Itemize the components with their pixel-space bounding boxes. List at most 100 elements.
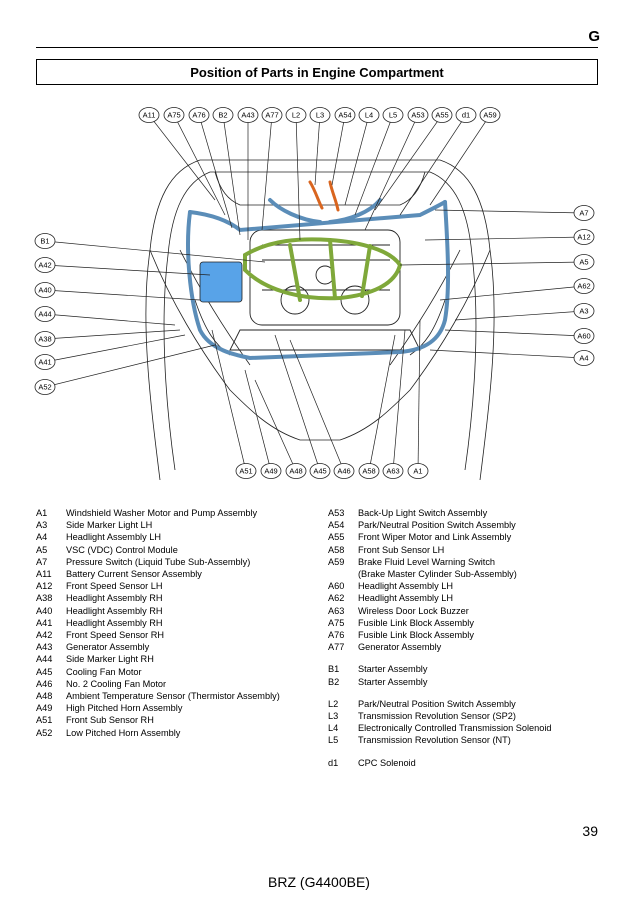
- legend-description: Brake Fluid Level Warning Switch: [358, 556, 496, 567]
- legend-code: A46: [36, 678, 53, 689]
- leader-line-a48: [254, 379, 297, 472]
- legend-code: L5: [328, 735, 339, 746]
- legend-description: Fusible Link Block Assembly: [358, 617, 474, 628]
- callout-label: A51: [239, 467, 252, 476]
- leader-line-a51: [211, 329, 247, 472]
- callout-label: A75: [167, 111, 180, 120]
- legend-code: A11: [36, 569, 52, 580]
- wiring-harness: [186, 180, 451, 361]
- callout-a38: A38: [34, 331, 56, 347]
- callout-label: A63: [386, 467, 399, 476]
- leader-line-a3: [454, 310, 585, 321]
- leader-line-a76: [198, 114, 233, 229]
- callout-a55: A55: [431, 107, 453, 123]
- legend-description: Starter Assembly: [358, 664, 428, 675]
- legend-code: A63: [328, 605, 345, 616]
- callout-a41: A41: [34, 354, 56, 370]
- callout-label: A41: [38, 358, 51, 367]
- legend-code: A3: [36, 520, 48, 531]
- leader-line-a38: [44, 329, 181, 340]
- callout-a59: A59: [479, 107, 501, 123]
- legend-code: A38: [36, 593, 53, 604]
- legend-code: A62: [328, 593, 345, 604]
- legend-row: A75 Fusible Link Block Assembly: [328, 617, 552, 629]
- callout-a58: A58: [358, 463, 380, 479]
- callout-label: A49: [264, 467, 277, 476]
- header-rule: [36, 47, 598, 48]
- callout-a1: A1: [407, 463, 429, 479]
- callout-label: A1: [413, 467, 422, 476]
- legend-gap: [328, 688, 552, 698]
- legend-code: L4: [328, 723, 339, 734]
- legend-description: Headlight Assembly RH: [66, 605, 163, 616]
- legend-code: B2: [328, 676, 340, 687]
- legend-code: A75: [328, 617, 345, 628]
- callout-label: A12: [577, 233, 590, 242]
- legend-row: L5 Transmission Revolution Sensor (NT): [328, 734, 552, 746]
- leader-line-a53: [364, 114, 419, 231]
- leader-line-a46: [289, 339, 345, 472]
- callout-a48: A48: [285, 463, 307, 479]
- page-title: Position of Parts in Engine Compartment: [36, 59, 598, 85]
- legend-code: A12: [36, 581, 53, 592]
- callout-label: A45: [313, 467, 326, 476]
- legend-description: Front Sub Sensor RH: [66, 715, 154, 726]
- legend-code: A44: [36, 654, 53, 665]
- callout-label: A43: [241, 111, 254, 120]
- leader-line-a11: [148, 114, 216, 201]
- callout-a12: A12: [573, 229, 595, 245]
- legend-description: Front Wiper Motor and Link Assembly: [358, 532, 512, 543]
- callout-label: A76: [192, 111, 205, 120]
- legend-row: A46 No. 2 Cooling Fan Motor: [36, 678, 280, 690]
- legend-description: Transmission Revolution Sensor (NT): [358, 735, 511, 746]
- leader-line-a5: [399, 261, 585, 266]
- callout-a53: A53: [407, 107, 429, 123]
- callout-l2: L2: [285, 107, 307, 123]
- callout-label: A5: [579, 258, 588, 267]
- document-id: BRZ (G4400BE): [268, 874, 370, 890]
- legend-code: A52: [36, 727, 53, 738]
- leader-line-a60: [444, 329, 585, 337]
- callout-label: A7: [579, 209, 588, 218]
- callout-label: A40: [38, 286, 51, 295]
- callout-a44: A44: [34, 306, 56, 322]
- legend-code: A1: [36, 508, 48, 518]
- legend-description: Pressure Switch (Liquid Tube Sub-Assembl…: [66, 556, 251, 567]
- leader-line-a7: [434, 209, 585, 214]
- callout-label: A58: [362, 467, 375, 476]
- callout-label: A53: [411, 111, 424, 120]
- legend-code: A60: [328, 581, 345, 592]
- legend-code: d1: [328, 757, 339, 768]
- legend-description: Transmission Revolution Sensor (SP2): [358, 711, 516, 722]
- leader-line-a75: [173, 114, 226, 216]
- callout-a49: A49: [260, 463, 282, 479]
- legend-description: Front Speed Sensor LH: [66, 581, 163, 592]
- leader-line-a41: [44, 334, 186, 363]
- callout-a3: A3: [573, 303, 595, 319]
- callout-a40: A40: [34, 282, 56, 298]
- legend-description: No. 2 Cooling Fan Motor: [66, 678, 167, 689]
- legend-description: Electronically Controlled Transmission S…: [358, 723, 552, 734]
- leader-line-l5: [354, 114, 394, 216]
- callout-a42: A42: [34, 257, 56, 273]
- legend-code: A53: [328, 508, 345, 518]
- callout-label: A38: [38, 335, 51, 344]
- callout-label: A46: [337, 467, 350, 476]
- legend-description: Cooling Fan Motor: [66, 666, 142, 677]
- legend-description: Generator Assembly: [358, 642, 442, 653]
- legend-description: Wireless Door Lock Buzzer: [358, 605, 469, 616]
- callout-label: L5: [389, 111, 397, 120]
